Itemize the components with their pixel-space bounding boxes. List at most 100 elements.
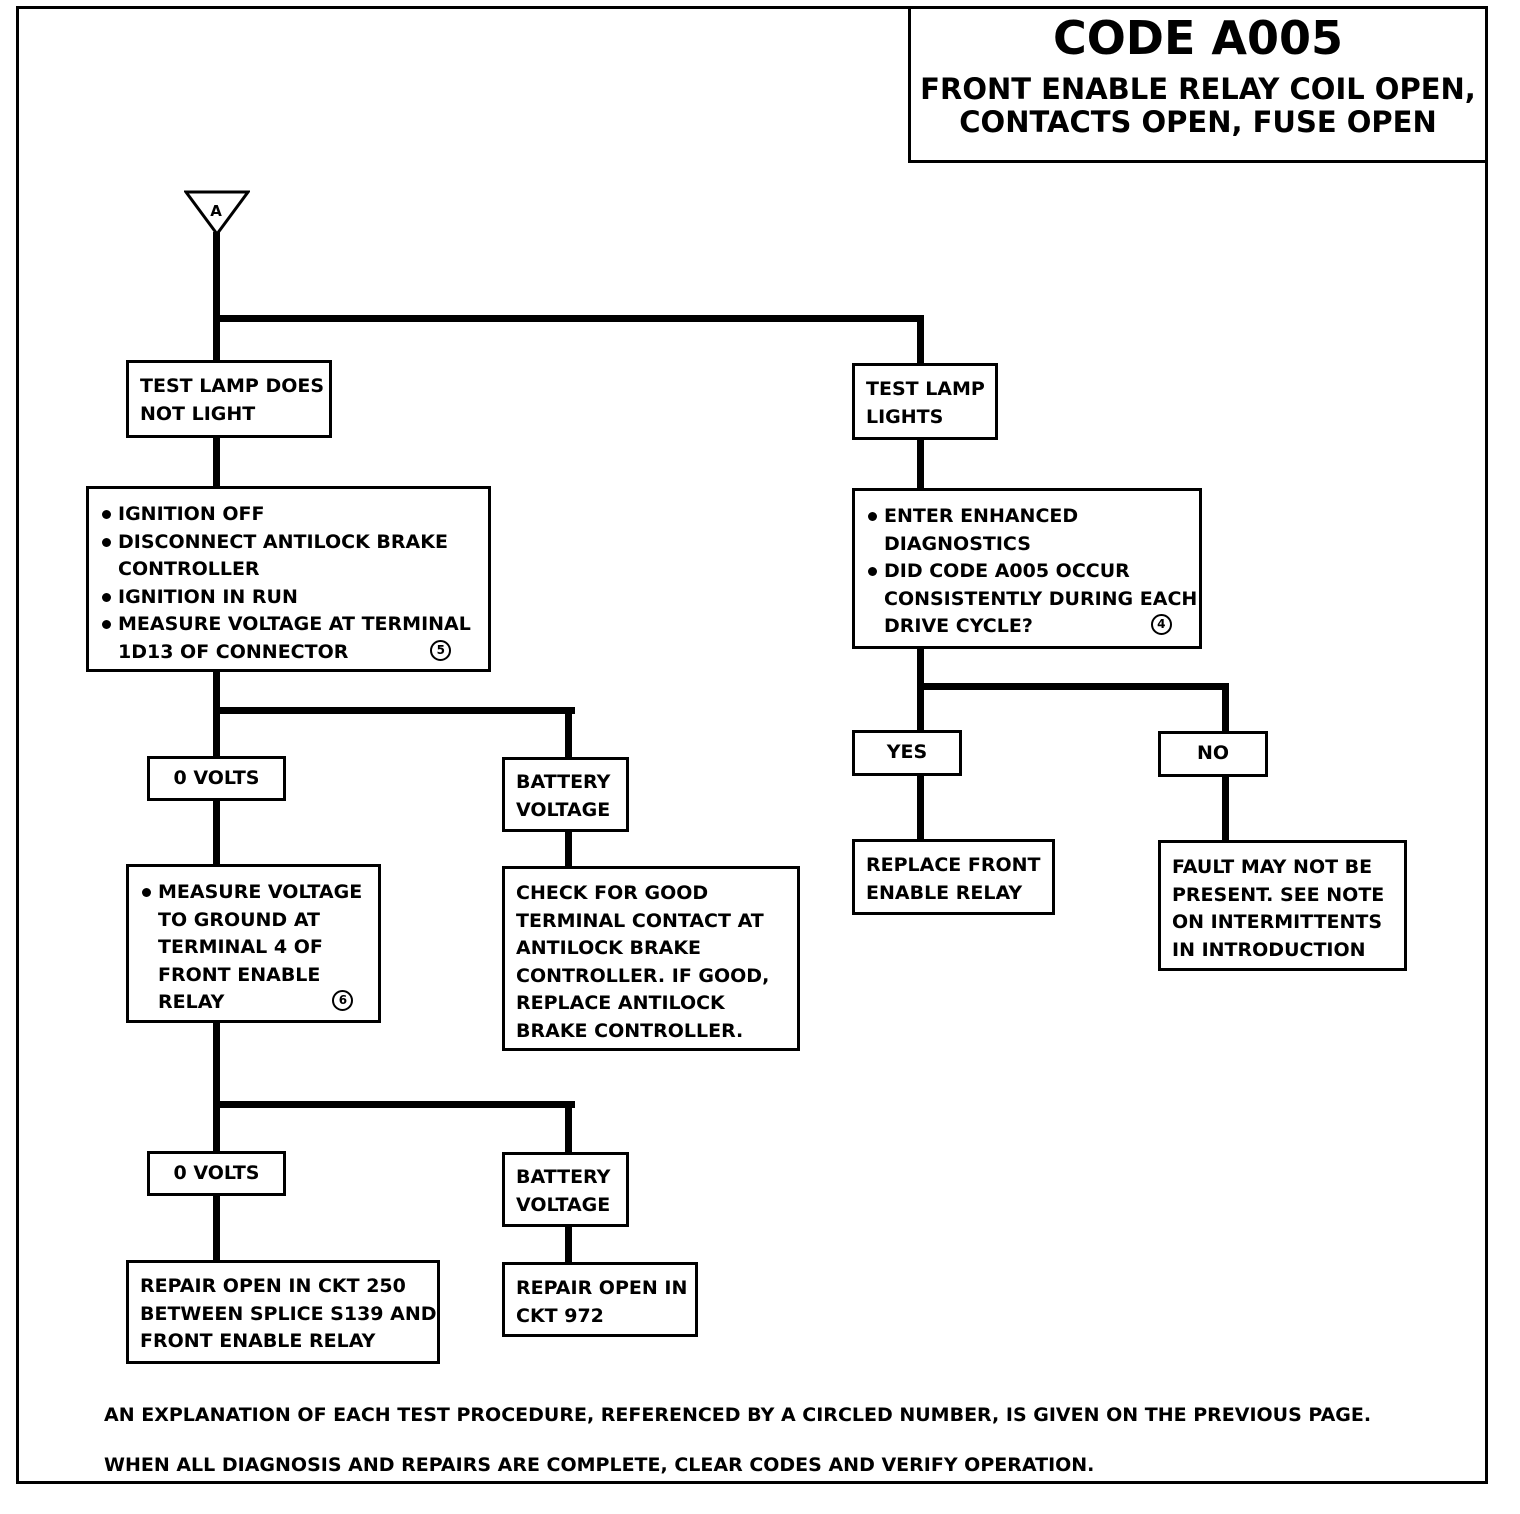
connector-line (213, 1194, 220, 1262)
connector-line (213, 798, 220, 866)
circled-number-icon: 4 (1150, 614, 1172, 635)
bullet-icon (868, 512, 877, 521)
diagram-frame (16, 6, 1488, 1484)
connector-line (1222, 774, 1229, 843)
step-item: IGNITION IN RUN (100, 584, 478, 612)
box-line: FAULT MAY NOT BE (1172, 856, 1373, 878)
step-line: MEASURE VOLTAGE (158, 881, 363, 903)
title-box: CODE A005 FRONT ENABLE RELAY COIL OPEN, … (908, 6, 1488, 163)
step-line: TO GROUND AT (158, 908, 321, 931)
connector-line (565, 1224, 572, 1264)
connector-line (917, 773, 924, 841)
circled-number-icon: 5 (430, 639, 452, 661)
box-label: NO (1196, 742, 1230, 765)
box-line: ENABLE RELAY (866, 881, 1023, 904)
box-line: BATTERY (516, 1166, 611, 1188)
replace-relay-box: REPLACE FRONT ENABLE RELAY (852, 839, 1055, 915)
box-line: REPAIR OPEN IN (516, 1277, 688, 1299)
step-line-text: DRIVE CYCLE? (884, 615, 1033, 637)
box-line: BRAKE CONTROLLER. (516, 1019, 744, 1042)
connector-line (565, 1101, 572, 1154)
box-line: IN INTRODUCTION (1172, 938, 1366, 961)
footer-note-clear-codes: WHEN ALL DIAGNOSIS AND REPAIRS ARE COMPL… (104, 1454, 1095, 1476)
no-box: NO (1158, 731, 1268, 777)
fault-note-box: FAULT MAY NOT BE PRESENT. SEE NOTE ON IN… (1158, 840, 1407, 971)
connector-line (565, 707, 572, 759)
bullet-icon (102, 537, 111, 547)
battery-voltage-box: BATTERY VOLTAGE (502, 757, 629, 832)
step-line: DRIVE CYCLE? 4 (884, 613, 1189, 641)
box-line: CKT 972 (516, 1304, 604, 1327)
bullet-icon (868, 567, 877, 576)
connector-line (565, 830, 572, 868)
box-line: ANTILOCK BRAKE (516, 937, 702, 959)
start-marker-triangle: A (184, 190, 250, 237)
battery-voltage-box-2: BATTERY VOLTAGE (502, 1152, 629, 1227)
box-line: TERMINAL CONTACT AT (516, 909, 764, 932)
box-line: TEST LAMP DOES (140, 375, 325, 397)
box-line: REPLACE FRONT (866, 854, 1041, 876)
step-line-text: 1D13 OF CONNECTOR (118, 640, 349, 663)
step-line: MEASURE VOLTAGE AT TERMINAL (118, 613, 471, 635)
step-line: FRONT ENABLE (158, 963, 321, 986)
right-steps-box: ENTER ENHANCED DIAGNOSTICS DID CODE A005 … (852, 488, 1202, 649)
step-line: ENTER ENHANCED (884, 505, 1079, 527)
connector-line (917, 438, 924, 490)
test-lamp-lights-box: TEST LAMP LIGHTS (852, 363, 998, 440)
bullet-icon (102, 592, 111, 602)
step-line: 1D13 OF CONNECTOR 5 (118, 639, 478, 667)
step-line: IGNITION IN RUN (118, 585, 298, 608)
box-label: 0 VOLTS (173, 766, 260, 789)
step-line: DIAGNOSTICS (884, 532, 1031, 555)
step-line-text: RELAY (158, 991, 225, 1013)
step-item: MEASURE VOLTAGE AT TERMINAL 1D13 OF CONNE… (100, 611, 478, 666)
connector-line (213, 315, 924, 322)
step-line: RELAY 6 (158, 989, 368, 1017)
box-label: YES (886, 741, 928, 764)
box-line: REPLACE ANTILOCK (516, 992, 725, 1014)
footer-note-explanation: AN EXPLANATION OF EACH TEST PROCEDURE, R… (104, 1404, 1372, 1426)
connector-line (1222, 683, 1229, 733)
check-terminal-contact-box: CHECK FOR GOOD TERMINAL CONTACT AT ANTIL… (502, 866, 800, 1051)
box-line: VOLTAGE (516, 798, 611, 821)
box-line: LIGHTS (866, 405, 944, 428)
repair-ckt972-box: REPAIR OPEN IN CKT 972 (502, 1262, 698, 1337)
bullet-icon (142, 888, 151, 897)
step-line: DID CODE A005 OCCUR (884, 560, 1130, 582)
box-line: CONTROLLER. IF GOOD, (516, 964, 770, 987)
zero-volts-box-2: 0 VOLTS (147, 1151, 286, 1196)
connector-line (213, 436, 220, 489)
connector-line (917, 315, 924, 365)
step-item: MEASURE VOLTAGE TO GROUND AT TERMINAL 4 … (140, 879, 368, 1017)
connector-line (213, 707, 575, 714)
step-line: TERMINAL 4 OF (158, 936, 323, 958)
step-item: ENTER ENHANCED DIAGNOSTICS (866, 503, 1189, 558)
connector-line (213, 1101, 575, 1108)
yes-box: YES (852, 730, 962, 776)
box-line: REPAIR OPEN IN CKT 250 (140, 1275, 406, 1297)
subtitle-line: FRONT ENABLE RELAY COIL OPEN, (920, 72, 1476, 106)
box-line: CHECK FOR GOOD (516, 882, 709, 904)
subtitle-line: CONTACTS OPEN, FUSE OPEN (959, 105, 1437, 139)
connector-line (213, 1020, 220, 1153)
step-item: DID CODE A005 OCCUR CONSISTENTLY DURING E… (866, 558, 1198, 641)
connector-line (917, 683, 1229, 690)
measure-ground-box: MEASURE VOLTAGE TO GROUND AT TERMINAL 4 … (126, 864, 381, 1023)
step-line: CONSISTENTLY DURING EACH (884, 587, 1198, 610)
box-label: 0 VOLTS (173, 1161, 260, 1184)
box-line: TEST LAMP (866, 378, 985, 400)
bullet-icon (102, 620, 111, 629)
circled-number-icon: 6 (332, 990, 354, 1011)
step-line: DISCONNECT ANTILOCK BRAKE (118, 530, 448, 553)
box-line: VOLTAGE (516, 1193, 611, 1216)
test-lamp-does-not-light-box: TEST LAMP DOES NOT LIGHT (126, 360, 332, 438)
step-item: IGNITION OFF (100, 501, 478, 529)
box-line: PRESENT. SEE NOTE (1172, 883, 1385, 906)
box-line: FRONT ENABLE RELAY (140, 1330, 376, 1352)
box-line: BATTERY (516, 771, 611, 793)
step-line: IGNITION OFF (118, 503, 265, 525)
repair-ckt250-box: REPAIR OPEN IN CKT 250 BETWEEN SPLICE S1… (126, 1260, 440, 1364)
start-marker-label: A (210, 202, 222, 220)
